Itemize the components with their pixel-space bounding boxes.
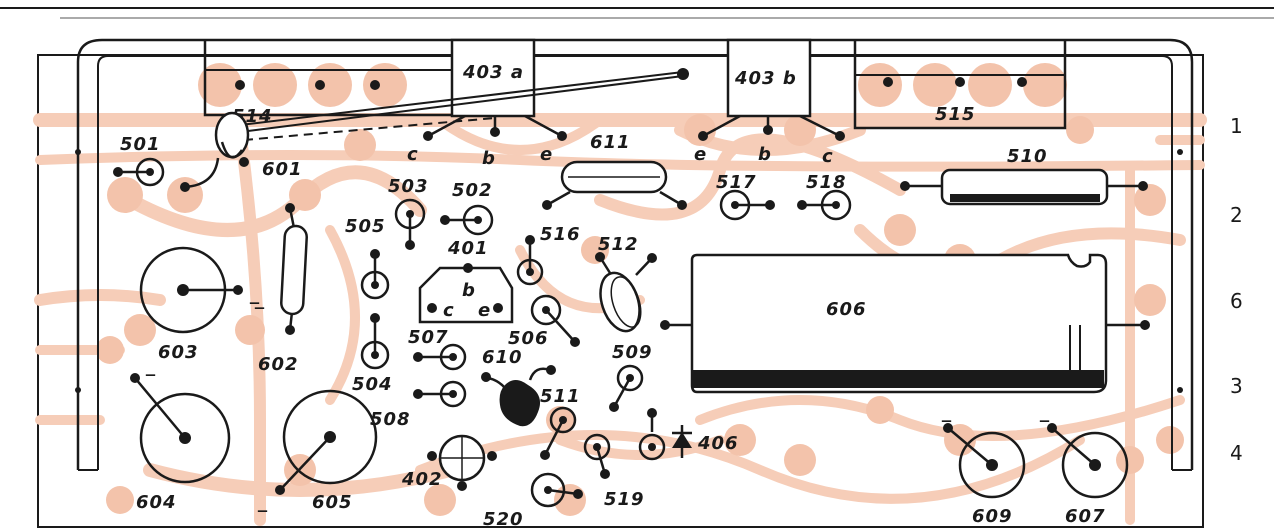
label-508: 508 xyxy=(370,409,411,430)
component-516: 516 xyxy=(516,224,581,286)
component-517: 517 xyxy=(716,172,775,221)
polarity-609: _ xyxy=(941,402,952,423)
label-517: 517 xyxy=(716,172,757,193)
component-503: 503 xyxy=(388,176,429,250)
chassis-frame xyxy=(75,38,1194,471)
component-509: 509 xyxy=(609,342,653,412)
row-label-6: 6 xyxy=(1230,289,1243,313)
component-519: 519 xyxy=(583,433,645,510)
label-603: 603 xyxy=(158,342,199,363)
label-507: 507 xyxy=(408,327,449,348)
component-603: _ 603 xyxy=(139,246,260,363)
label-512: 512 xyxy=(598,234,639,255)
component-502: 502 xyxy=(440,180,494,236)
transistor-402: 402 xyxy=(401,434,497,491)
row-labels: 1 2 6 3 4 xyxy=(1230,114,1243,465)
row-label-2: 2 xyxy=(1230,203,1243,227)
label-501: 501 xyxy=(120,134,161,155)
component-609: _ 609 xyxy=(941,402,1026,527)
component-501: 501 xyxy=(113,134,165,187)
label-602: 602 xyxy=(258,354,299,375)
label-609: 609 xyxy=(972,506,1013,527)
pin-b-403a: b xyxy=(482,148,496,169)
component-512: 512 xyxy=(595,234,657,333)
transistor-401: 401 b c e xyxy=(418,238,514,324)
polarity-604: _ xyxy=(145,356,156,377)
component-607: _ 607 xyxy=(1039,402,1129,527)
pin-e-401: e xyxy=(478,300,491,321)
transistor-403a: 403 a c b e xyxy=(407,38,567,169)
copper-pads xyxy=(96,63,1184,516)
label-610: 610 xyxy=(482,347,523,368)
pin-b-401: b xyxy=(462,280,476,301)
pin-e-403b: e xyxy=(694,144,707,165)
component-606: 606 xyxy=(660,253,1150,394)
row-label-1: 1 xyxy=(1230,114,1243,138)
label-403a: 403 a xyxy=(462,62,524,83)
label-401: 401 xyxy=(447,238,489,259)
label-606: 606 xyxy=(826,299,867,320)
row-label-3: 3 xyxy=(1230,374,1243,398)
label-519: 519 xyxy=(604,489,645,510)
label-406: 406 xyxy=(697,433,739,454)
label-503: 503 xyxy=(388,176,429,197)
component-511: 511 xyxy=(540,386,581,460)
label-510: 510 xyxy=(1007,146,1048,167)
label-520: 520 xyxy=(483,509,524,530)
label-402: 402 xyxy=(401,469,443,490)
component-602: _ 602 xyxy=(254,203,308,375)
label-516: 516 xyxy=(540,224,581,245)
label-607: 607 xyxy=(1065,506,1106,527)
label-505: 505 xyxy=(345,216,386,237)
component-520: 520 xyxy=(483,472,583,530)
polarity-605: _ xyxy=(257,492,268,513)
label-518: 518 xyxy=(806,172,847,193)
component-518: 518 xyxy=(797,172,852,221)
polarity-603: _ xyxy=(249,284,260,305)
polarity-607: _ xyxy=(1039,402,1050,423)
pin-c-403a: c xyxy=(407,144,419,165)
diode-406: 406 xyxy=(638,408,739,461)
pin-e-403a: e xyxy=(540,144,553,165)
wires-601 xyxy=(239,68,689,141)
component-611: 611 xyxy=(542,132,687,210)
component-601: 601 xyxy=(180,111,303,192)
component-505: 505 xyxy=(345,216,390,300)
label-601: 601 xyxy=(262,159,303,180)
pin-c-403b: c xyxy=(822,146,834,167)
label-502: 502 xyxy=(452,180,493,201)
transistor-403b: 403 b e b c xyxy=(694,38,845,167)
component-510: 510 xyxy=(900,146,1148,206)
label-403b: 403 b xyxy=(734,68,797,89)
component-506: 506 xyxy=(508,294,580,349)
component-508: 508 xyxy=(370,380,467,430)
component-604: _ 604 xyxy=(130,356,231,513)
row-label-4: 4 xyxy=(1230,441,1243,465)
component-504: 504 xyxy=(352,313,393,395)
label-509: 509 xyxy=(612,342,653,363)
heatsink-515: 515 xyxy=(853,40,1067,130)
label-515: 515 xyxy=(935,104,976,125)
component-605: _ 605 xyxy=(257,389,378,513)
label-511: 511 xyxy=(540,386,581,407)
component-507: 507 xyxy=(408,327,467,371)
component-610: 610 xyxy=(481,347,556,427)
pin-b-403b: b xyxy=(758,144,772,165)
label-611: 611 xyxy=(590,132,631,153)
label-605: 605 xyxy=(312,492,353,513)
label-604: 604 xyxy=(136,492,177,513)
label-506: 506 xyxy=(508,328,549,349)
label-504: 504 xyxy=(352,374,393,395)
polarity-602: _ xyxy=(254,289,265,310)
pin-c-401: c xyxy=(443,300,455,321)
